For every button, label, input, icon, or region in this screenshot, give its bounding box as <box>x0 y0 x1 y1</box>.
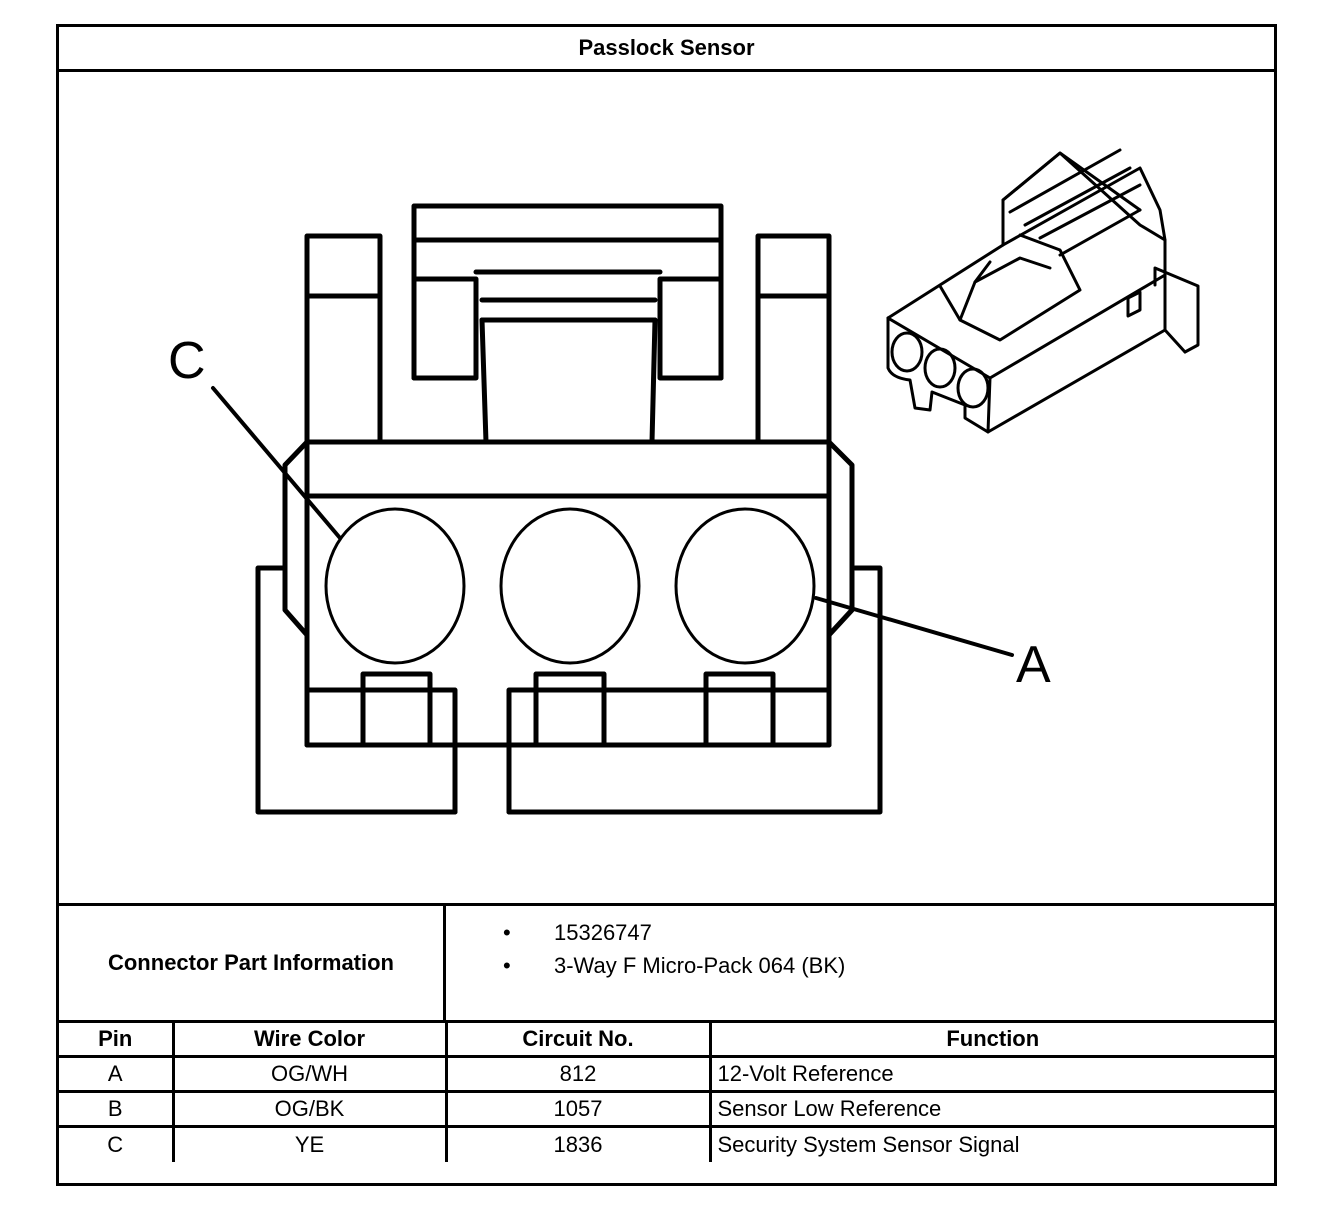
page-title: Passlock Sensor <box>59 27 1274 72</box>
header-function: Function <box>708 1020 1274 1058</box>
cell-circuit-no: 812 <box>444 1055 712 1093</box>
cell-circuit-no: 1836 <box>444 1125 712 1162</box>
pinout-table: Pin Wire Color Circuit No. Function A OG… <box>59 1020 1274 1162</box>
cell-circuit-no: 1057 <box>444 1090 712 1128</box>
cell-pin: C <box>59 1125 175 1162</box>
connector-face-diagram: C A <box>168 148 1200 815</box>
cavity-b <box>499 507 641 665</box>
cell-function: Sensor Low Reference <box>708 1090 1274 1128</box>
cavity-a <box>674 507 816 665</box>
part-number: 15326747 <box>446 918 1274 951</box>
callout-a-label: A <box>1016 636 1051 694</box>
cell-function: Security System Sensor Signal <box>708 1125 1274 1162</box>
header-pin: Pin <box>59 1020 175 1058</box>
callout-c-leader <box>211 386 342 540</box>
table-header-row: Pin Wire Color Circuit No. Function <box>59 1020 1274 1058</box>
header-circuit-no: Circuit No. <box>444 1020 712 1058</box>
table-row: A OG/WH 812 12-Volt Reference <box>59 1055 1274 1093</box>
cell-function: 12-Volt Reference <box>708 1055 1274 1093</box>
cell-pin: A <box>59 1055 175 1093</box>
connector-face-view <box>255 203 883 815</box>
connector-sheet: Passlock Sensor <box>56 24 1277 1186</box>
cell-wire-color: OG/WH <box>171 1055 448 1093</box>
table-row: B OG/BK 1057 Sensor Low Reference <box>59 1090 1274 1128</box>
header-wire-color: Wire Color <box>171 1020 448 1058</box>
connector-info-label: Connector Part Information <box>59 906 446 1020</box>
cell-pin: B <box>59 1090 175 1128</box>
cell-wire-color: OG/BK <box>171 1090 448 1128</box>
connector-isometric-illustration <box>886 148 1200 434</box>
connector-part-information: Connector Part Information 15326747 3-Wa… <box>59 903 1274 1020</box>
cavity-c <box>324 507 466 665</box>
table-row: C YE 1836 Security System Sensor Signal <box>59 1125 1274 1162</box>
connector-info-list: 15326747 3-Way F Micro-Pack 064 (BK) <box>446 906 1274 1032</box>
callout-c-label: C <box>168 332 206 390</box>
connector-description: 3-Way F Micro-Pack 064 (BK) <box>446 951 1274 984</box>
callout-a-leader <box>814 596 1014 657</box>
cell-wire-color: YE <box>171 1125 448 1162</box>
